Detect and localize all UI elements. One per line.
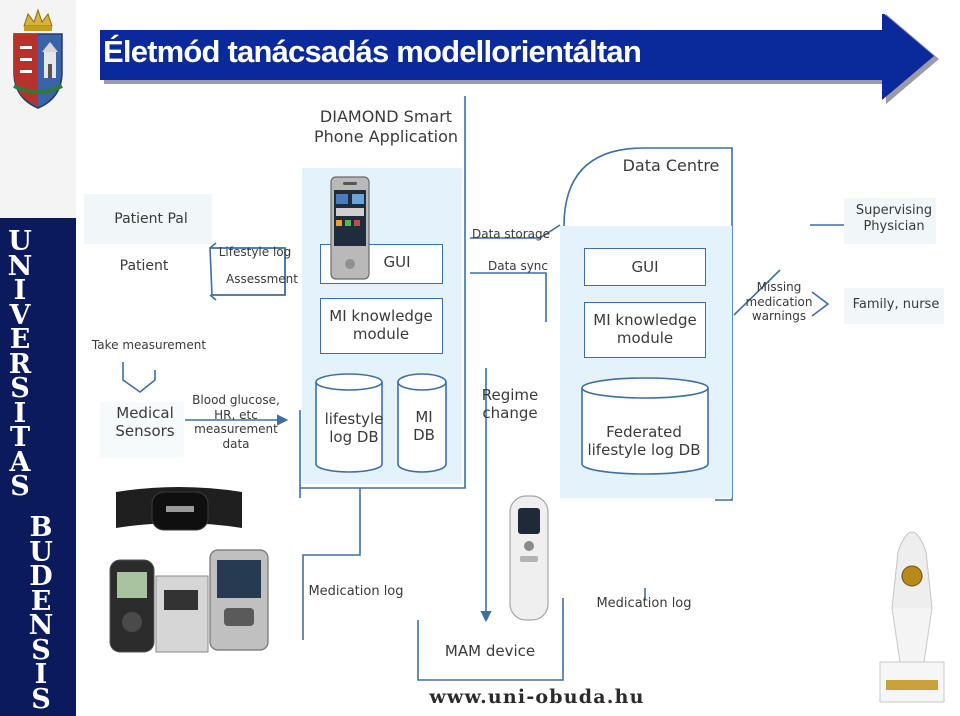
app-mi-module-box: [320, 298, 443, 354]
page-title: Életmód tanácsadás modellorientáltan: [103, 34, 642, 69]
patient-label: Patient: [119, 258, 169, 274]
patient-pal-label: Patient Pal: [114, 211, 188, 227]
app-mi-module-label: MI knowledge module: [329, 307, 433, 344]
university-letter: U: [29, 536, 53, 568]
university-letter: N: [7, 250, 33, 282]
university-crest-icon: [13, 8, 63, 109]
regime-change-label: Regime change: [481, 386, 539, 423]
university-letter: I: [34, 659, 48, 690]
heart-rate-strap-icon: [116, 487, 242, 531]
university-letter: V: [9, 299, 31, 331]
dc-gui-label: GUI: [631, 258, 659, 276]
assessment-label: Assessment: [226, 272, 298, 286]
university-letter: R: [8, 348, 32, 380]
data-sync-label: Data sync: [487, 259, 549, 273]
supervising-physician-label: Supervising Physician: [855, 203, 933, 234]
university-letter: D: [29, 561, 53, 592]
footer-url[interactable]: www.uni-obuda.hu: [429, 686, 645, 708]
missing-warnings-label: Missing medication warnings: [745, 280, 813, 324]
award-statue-icon: [879, 531, 945, 703]
dc-gui-box: [584, 248, 706, 286]
mam-device-icon: [509, 495, 549, 621]
take-measurement-label: Take measurement: [91, 338, 207, 352]
medication-log-right-label: Medication log: [596, 596, 692, 611]
data-centre-header: Data Centre: [622, 156, 720, 175]
dc-mi-module-label: MI knowledge module: [593, 311, 697, 348]
federated-db-cylinder: [581, 377, 709, 475]
lifestyle-log-db-label: lifestyle log DB: [324, 410, 384, 447]
university-letter: U: [8, 226, 32, 257]
data-storage-label: Data storage: [471, 227, 551, 241]
app-gui-label: GUI: [383, 253, 411, 271]
university-letter: S: [31, 683, 51, 715]
university-letter: S: [10, 471, 30, 502]
lifestyle-log-label: Lifestyle log: [218, 245, 292, 259]
measurement-data-label: Blood glucose, HR, etc measurement data: [192, 393, 280, 451]
app-header: DIAMOND Smart Phone Application: [313, 107, 459, 146]
title-banner: [100, 14, 939, 104]
university-letter: S: [10, 373, 30, 404]
university-letter: I: [13, 397, 27, 429]
glucose-meter-icon: [109, 549, 269, 653]
federated-db-label: Federated lifestyle log DB: [587, 423, 701, 460]
university-letter: A: [9, 446, 31, 478]
mam-device-label: MAM device: [444, 642, 536, 660]
university-letter: T: [9, 422, 31, 453]
university-letter: E: [9, 324, 31, 355]
crest-area: [0, 0, 76, 218]
app-databases: [315, 373, 447, 473]
family-nurse-label: Family, nurse: [852, 297, 940, 312]
dc-mi-module-box: [584, 302, 706, 358]
smartphone-icon: [330, 176, 370, 280]
medical-sensors-label-front: Medical Sensors: [115, 404, 175, 441]
university-letter: E: [30, 585, 52, 617]
university-letter: B: [29, 512, 53, 543]
university-letter: N: [28, 610, 54, 641]
medication-log-left-label: Medication log: [308, 584, 404, 599]
university-letter: I: [13, 275, 27, 306]
university-letter: S: [31, 634, 51, 666]
mi-db-label: MI DB: [413, 408, 435, 445]
